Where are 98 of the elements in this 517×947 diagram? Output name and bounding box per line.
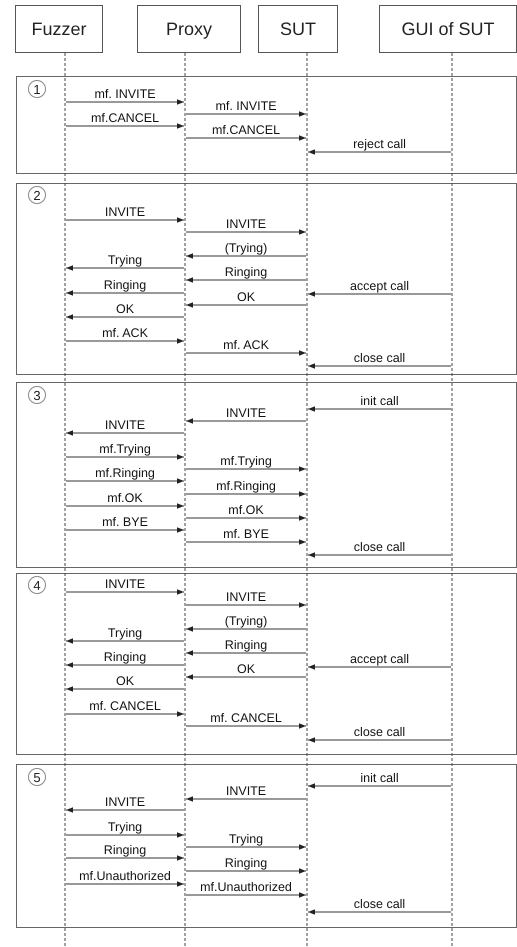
message-arrow <box>186 135 306 141</box>
participant-box: SUT <box>258 5 338 53</box>
message-label: init call <box>358 395 401 408</box>
message-label: mf.Ringing <box>214 480 278 493</box>
message-label: init call <box>358 772 401 785</box>
message-arrow <box>66 123 184 129</box>
message-arrow <box>66 454 184 460</box>
message-arrow <box>66 503 184 509</box>
message-label: mf.Unauthorized <box>77 870 173 883</box>
message-label: Ringing <box>102 844 148 857</box>
participant-box: Fuzzer <box>15 5 103 53</box>
message-arrow <box>186 418 306 424</box>
message-label: mf. BYE <box>221 528 271 541</box>
participant-box: GUI of SUT <box>379 5 517 53</box>
message-label: Trying <box>106 821 144 834</box>
message-arrow <box>66 314 184 320</box>
message-arrow <box>186 796 306 802</box>
message-arrow <box>308 783 452 789</box>
message-arrow <box>186 277 306 283</box>
message-arrow <box>186 892 306 898</box>
message-label: Ringing <box>102 279 148 292</box>
message-label: Trying <box>226 833 266 846</box>
message-arrow <box>66 589 184 595</box>
message-label: OK <box>234 663 258 676</box>
message-arrow <box>66 430 184 436</box>
message-arrow <box>186 466 306 472</box>
message-arrow <box>308 291 452 297</box>
message-label: mf. INVITE <box>213 100 279 113</box>
message-label: mf.Trying <box>97 443 153 456</box>
message-label: accept call <box>348 280 412 293</box>
message-arrow <box>186 491 306 497</box>
message-label: mf. ACK <box>221 339 271 352</box>
message-label: mf.Trying <box>218 455 274 468</box>
message-label: mf. ACK <box>100 327 150 340</box>
message-label: close call <box>352 541 408 554</box>
message-arrow <box>186 602 306 608</box>
message-arrow <box>308 149 452 155</box>
message-label: mf. INVITE <box>92 88 158 101</box>
message-arrow <box>66 527 184 533</box>
message-label: mf.OK <box>226 504 266 517</box>
message-arrow <box>308 552 452 558</box>
message-arrow <box>66 711 184 717</box>
message-label: OK <box>114 675 136 688</box>
message-arrow <box>186 868 306 874</box>
message-arrow <box>186 229 306 235</box>
message-arrow <box>66 217 184 223</box>
message-label: mf.CANCEL <box>88 112 162 125</box>
message-label: close call <box>352 898 408 911</box>
message-arrow <box>186 350 306 356</box>
message-label: (Trying) <box>222 242 270 255</box>
message-label: mf.Unauthorized <box>198 881 294 894</box>
message-arrow <box>66 855 184 861</box>
message-arrow <box>66 338 184 344</box>
message-arrow <box>66 265 184 271</box>
message-arrow <box>308 909 452 915</box>
message-arrow <box>308 664 452 670</box>
message-arrow <box>186 844 306 850</box>
message-label: mf. CANCEL <box>208 712 284 725</box>
message-label: mf.OK <box>105 492 145 505</box>
message-label: Ringing <box>102 651 148 664</box>
message-arrow <box>66 881 184 887</box>
message-arrow <box>186 674 306 680</box>
message-label: mf. CANCEL <box>87 700 163 713</box>
message-arrow <box>308 737 452 743</box>
message-arrow <box>308 406 452 412</box>
message-arrow <box>186 539 306 545</box>
message-label: OK <box>234 291 258 304</box>
message-arrow <box>186 253 306 259</box>
message-arrow <box>66 638 184 644</box>
message-label: mf. BYE <box>100 516 150 529</box>
message-label: reject call <box>351 138 408 151</box>
message-arrow <box>186 626 306 632</box>
message-label: accept call <box>348 653 412 666</box>
participant-box: Proxy <box>137 5 241 53</box>
message-label: close call <box>352 352 408 365</box>
message-arrow <box>66 478 184 484</box>
message-arrow <box>186 515 306 521</box>
message-label: close call <box>352 726 408 739</box>
message-arrow <box>186 723 306 729</box>
message-arrow <box>186 111 306 117</box>
message-arrow <box>186 302 306 308</box>
message-arrow <box>66 290 184 296</box>
message-label: OK <box>114 303 136 316</box>
message-label: Trying <box>106 627 144 640</box>
message-arrow <box>66 832 184 838</box>
message-label: Ringing <box>222 266 270 279</box>
message-arrow <box>66 99 184 105</box>
message-label: (Trying) <box>222 615 270 628</box>
message-arrow <box>186 650 306 656</box>
message-label: mf.Ringing <box>93 467 157 480</box>
message-label: Ringing <box>222 639 270 652</box>
message-arrow <box>66 686 184 692</box>
message-arrow <box>66 807 184 813</box>
message-label: mf.CANCEL <box>210 124 282 137</box>
message-arrow <box>66 662 184 668</box>
message-label: Ringing <box>222 857 270 870</box>
message-label: Trying <box>106 254 144 267</box>
message-arrow <box>308 363 452 369</box>
